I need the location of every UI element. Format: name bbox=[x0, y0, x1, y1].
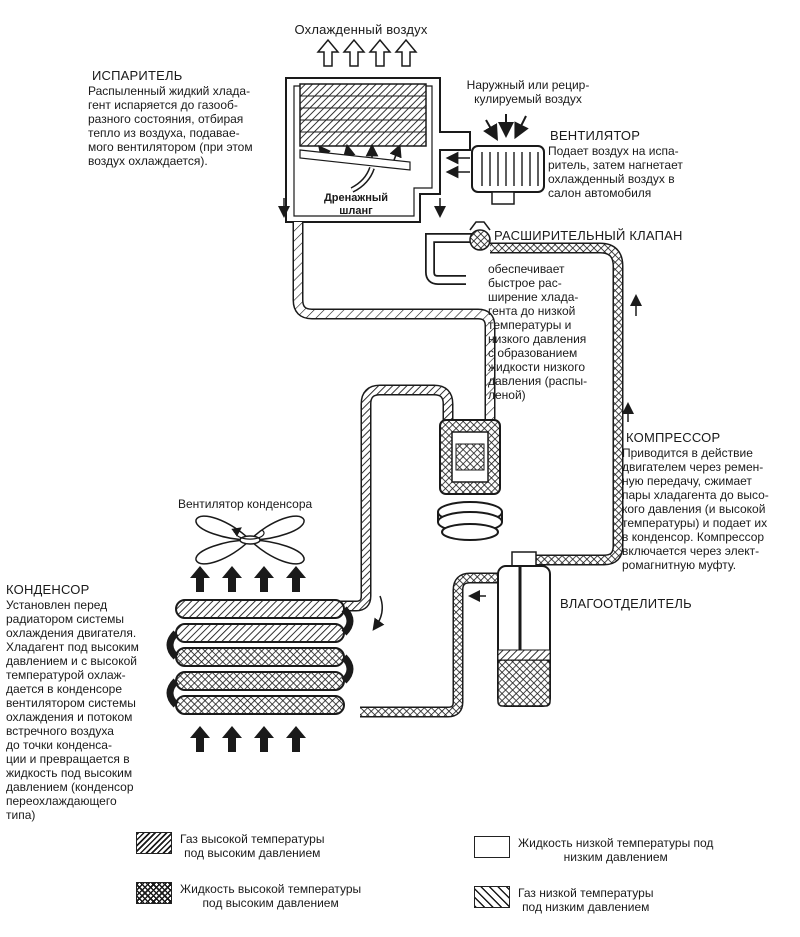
evaporator-title: ИСПАРИТЕЛЬ bbox=[92, 68, 183, 83]
legend-swatch-crosshatch bbox=[136, 882, 172, 904]
evaporator-core bbox=[299, 83, 427, 147]
legend-item-hp-gas: Газ высокой температуры под высоким давл… bbox=[136, 832, 324, 860]
expansion-valve bbox=[469, 221, 491, 251]
fan-icon bbox=[195, 515, 305, 565]
compressor bbox=[437, 419, 503, 541]
legend-label: Газ высокой температуры под высоким давл… bbox=[180, 832, 325, 860]
condenser-description: Установлен перед радиатором системы охла… bbox=[6, 598, 139, 822]
cooled-air-label: Охлажденный воздух bbox=[294, 22, 428, 37]
cooled-air-arrows bbox=[316, 38, 418, 67]
legend-swatch-blank bbox=[474, 836, 510, 858]
condenser-title: КОНДЕНСОР bbox=[6, 582, 90, 597]
legend-label: Жидкость высокой температуры под высоким… bbox=[180, 882, 362, 910]
arrow-up-icon bbox=[342, 38, 366, 67]
arrow-up-icon bbox=[394, 38, 418, 67]
compressor-title: КОМПРЕССОР bbox=[626, 430, 721, 445]
arrow-up-icon bbox=[316, 38, 340, 67]
condenser-coil bbox=[166, 599, 354, 715]
drain-hose-label: Дренажный шланг bbox=[323, 192, 389, 217]
legend-swatch-diagonal bbox=[136, 832, 172, 854]
legend-label: Жидкость низкой температуры под низким д… bbox=[518, 836, 714, 864]
legend-item-hp-liquid: Жидкость высокой температуры под высоким… bbox=[136, 882, 361, 910]
fan-title: ВЕНТИЛЯТОР bbox=[550, 128, 641, 143]
arrow-up-icon bbox=[368, 38, 392, 67]
condenser-airflow-arrows bbox=[190, 566, 306, 592]
legend-swatch-sparse-diagonal bbox=[474, 886, 510, 908]
legend-item-lp-gas: Газ низкой температуры под низким давлен… bbox=[474, 886, 653, 914]
condenser-airflow-arrows-bottom bbox=[190, 726, 306, 752]
condenser-fan-label: Вентилятор конденсора bbox=[178, 497, 313, 511]
receiver-dryer bbox=[468, 551, 551, 707]
blower-icon bbox=[445, 145, 545, 205]
expansion-valve-title: РАСШИРИТЕЛЬНЫЙ КЛАПАН bbox=[494, 228, 683, 243]
receiver-dryer-label: ВЛАГООТДЕЛИТЕЛЬ bbox=[560, 596, 692, 611]
evaporator-description: Распыленный жидкий хлада- гент испаряетс… bbox=[88, 84, 253, 168]
outside-air-label: Наружный или рецир- кулируемый воздух bbox=[466, 78, 590, 106]
expansion-valve-description: обеспечивает быстрое рас- ширение хлада-… bbox=[488, 262, 588, 402]
evaporator-housing bbox=[278, 77, 471, 223]
fan-description: Подает воздух на испа- ритель, затем наг… bbox=[548, 144, 683, 200]
compressor-description: Приводится в действие двигателем через р… bbox=[622, 446, 769, 572]
outside-air-arrows bbox=[483, 114, 529, 141]
legend-label: Газ низкой температуры под низким давлен… bbox=[518, 886, 654, 914]
legend-item-lp-liquid: Жидкость низкой температуры под низким д… bbox=[474, 836, 713, 864]
